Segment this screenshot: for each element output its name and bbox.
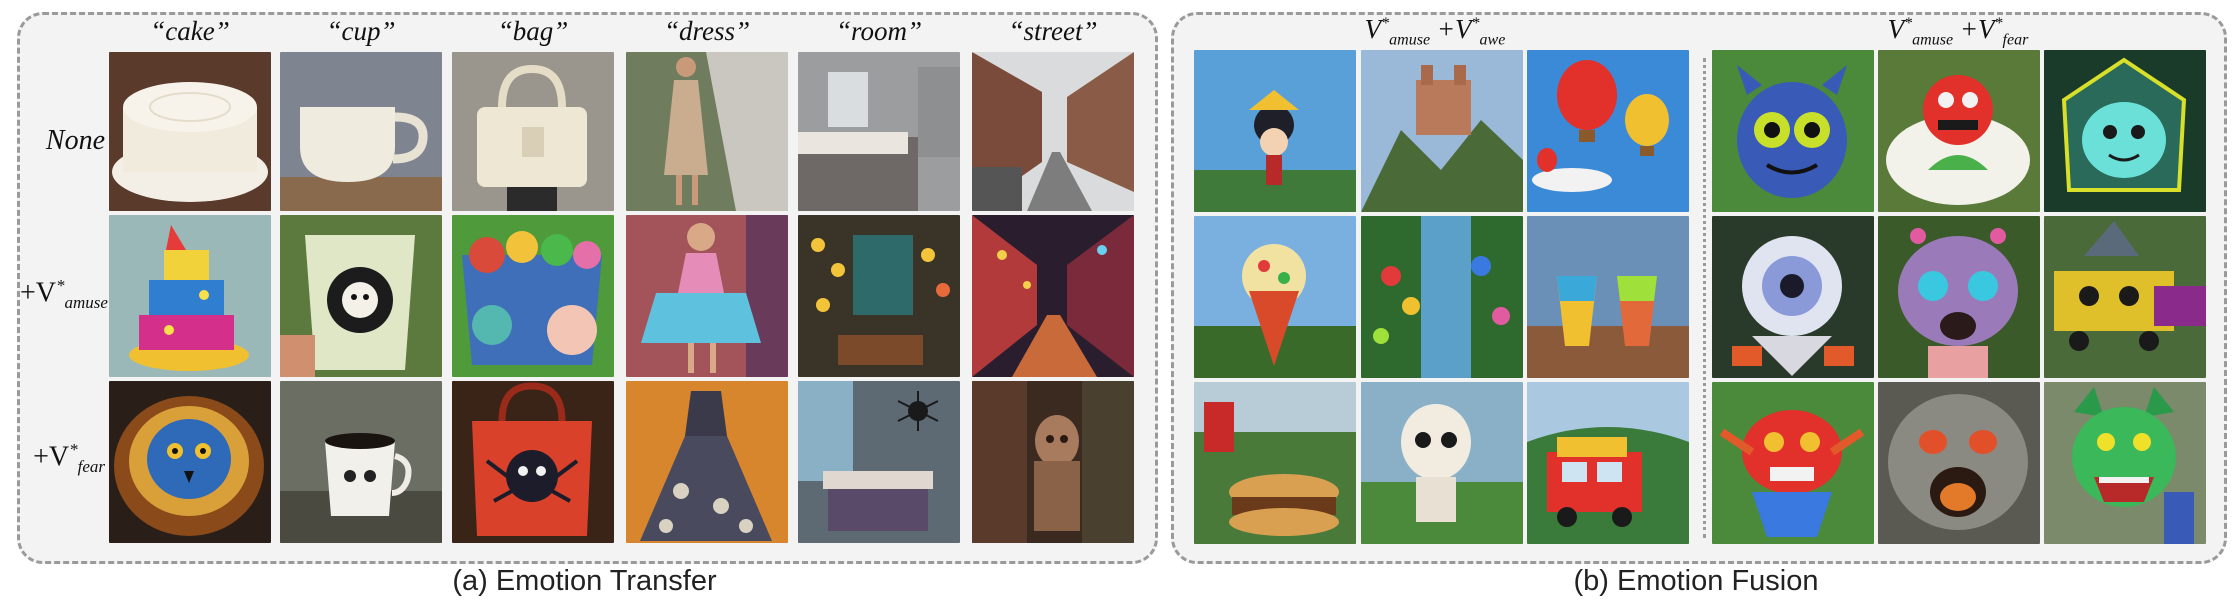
caption-emotion-transfer: (a) Emotion Transfer [452, 565, 717, 597]
image-fusion-awe-4 [1194, 216, 1356, 378]
row-label-fear: +V*fear [33, 440, 105, 476]
image-fusion-awe-5 [1361, 216, 1523, 378]
image-fusion-fear-6 [2044, 216, 2206, 378]
image-fusion-awe-2 [1361, 50, 1523, 212]
image-street-none [972, 52, 1134, 211]
fusion-header-amuse-fear: V*amuse +V*fear [1887, 14, 2029, 49]
image-bag-fear [452, 381, 614, 543]
image-fusion-awe-6 [1527, 216, 1689, 378]
fusion-header-amuse-awe: V*amuse +V*awe [1364, 14, 1506, 49]
image-fusion-fear-2 [1878, 50, 2040, 212]
image-fusion-fear-1 [1712, 50, 1874, 212]
column-header-cake: “cake” [150, 16, 230, 46]
column-header-cup: “cup” [326, 16, 396, 46]
image-cup-amuse [280, 215, 442, 377]
row-label-amuse: +V*amuse [20, 276, 108, 312]
fusion-divider [1703, 58, 1706, 538]
image-cake-amuse [109, 215, 271, 377]
image-dress-none [626, 52, 788, 211]
image-fusion-fear-3 [2044, 50, 2206, 212]
image-bag-amuse [452, 215, 614, 377]
image-fusion-awe-7 [1194, 382, 1356, 544]
image-bag-none [452, 52, 614, 211]
image-fusion-awe-1 [1194, 50, 1356, 212]
image-cup-fear [280, 381, 442, 543]
row-label-none: None [45, 125, 105, 156]
image-street-fear [972, 381, 1134, 543]
column-header-bag: “bag” [497, 16, 569, 46]
column-header-dress: “dress” [663, 16, 751, 46]
image-fusion-awe-3 [1527, 50, 1689, 212]
image-cake-fear [109, 381, 271, 543]
image-fusion-fear-4 [1712, 216, 1874, 378]
image-fusion-fear-5 [1878, 216, 2040, 378]
image-fusion-fear-8 [1878, 382, 2040, 544]
image-room-none [798, 52, 960, 211]
caption-emotion-fusion: (b) Emotion Fusion [1573, 565, 1819, 597]
image-cake-none [109, 52, 271, 211]
image-fusion-fear-7 [1712, 382, 1874, 544]
image-room-amuse [798, 215, 960, 377]
image-cup-none [280, 52, 442, 211]
column-header-room: “room” [835, 16, 923, 46]
column-header-street: “street” [1008, 16, 1098, 46]
image-fusion-awe-9 [1527, 382, 1689, 544]
image-dress-fear [626, 381, 788, 543]
image-dress-amuse [626, 215, 788, 377]
image-fusion-fear-9 [2044, 382, 2206, 544]
image-room-fear [798, 381, 960, 543]
image-street-amuse [972, 215, 1134, 377]
image-fusion-awe-8 [1361, 382, 1523, 544]
